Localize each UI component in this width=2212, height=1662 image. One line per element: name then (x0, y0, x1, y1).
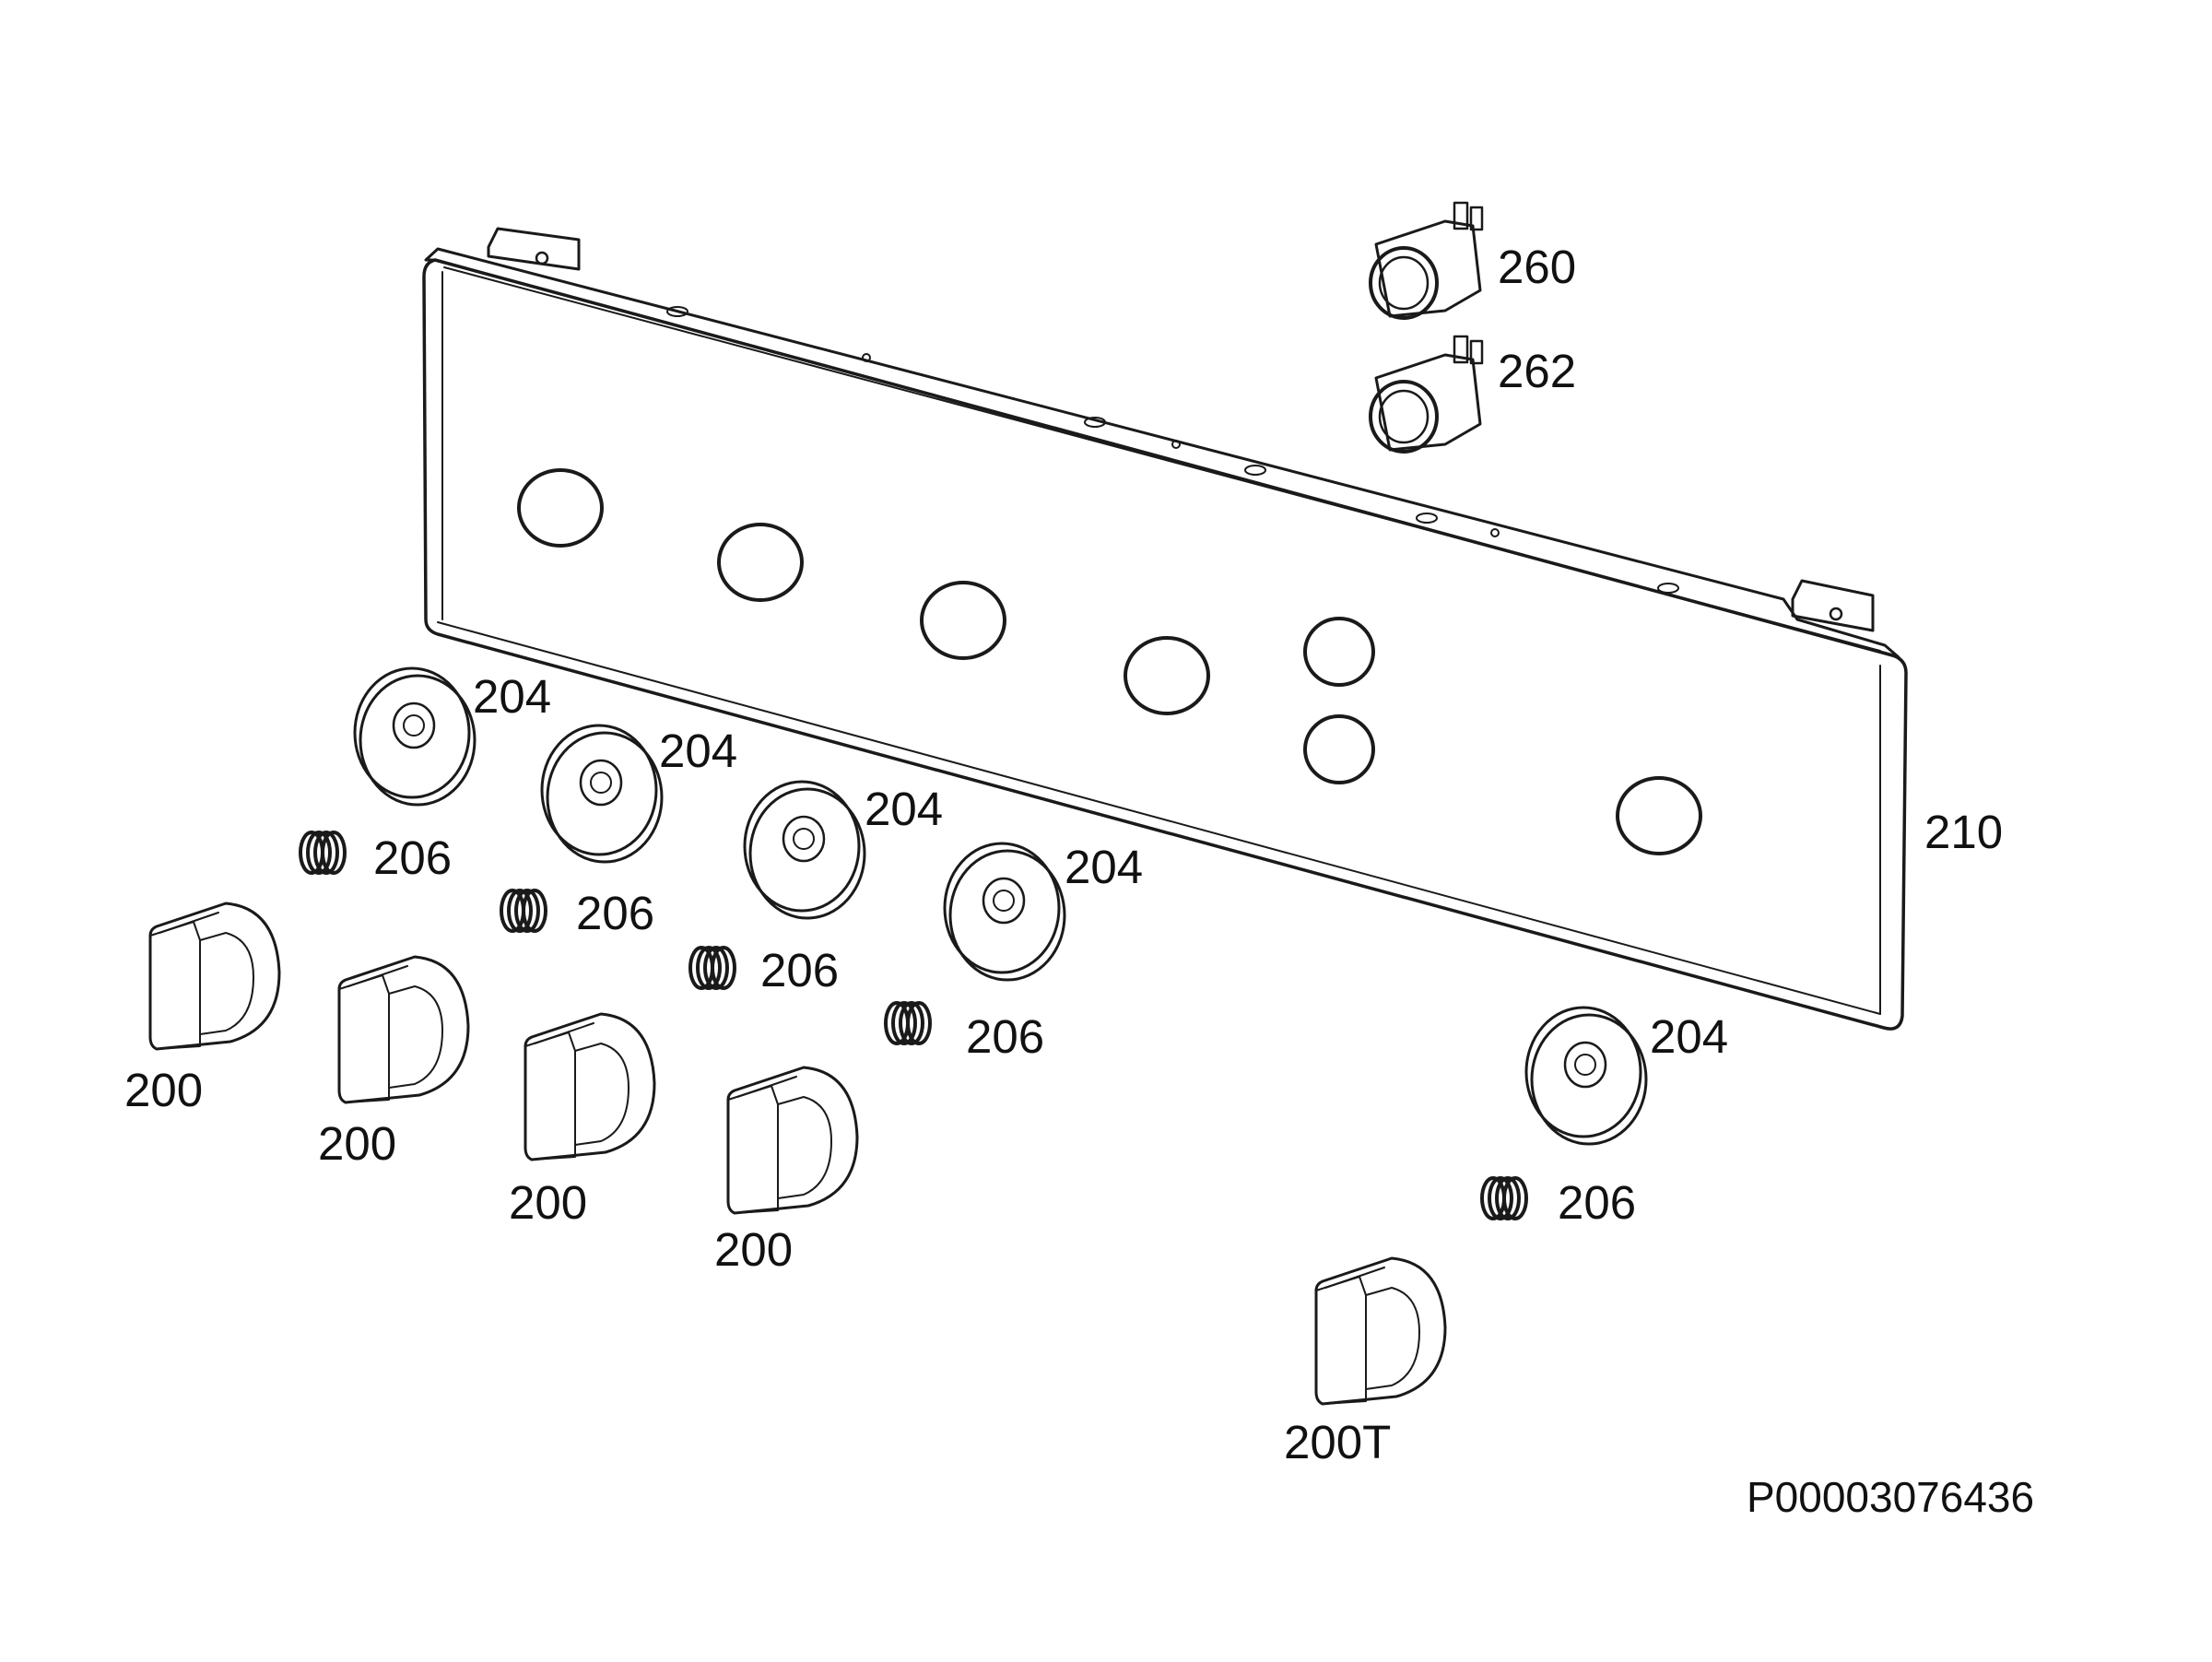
spring-206-a (299, 831, 347, 875)
callout-206-a: 206 (373, 831, 452, 884)
document-id: P00003076436 (1747, 1473, 2034, 1521)
bezel-204-e (1524, 1006, 1648, 1146)
callout-260: 260 (1498, 241, 1576, 293)
callout-200-c: 200 (509, 1176, 587, 1229)
spring-206-c (688, 946, 736, 990)
callout-200t: 200T (1284, 1416, 1391, 1468)
callout-200-d: 200 (714, 1223, 793, 1276)
bezel-204-b (540, 724, 664, 864)
bezel-204-a (353, 666, 477, 807)
spring-206-b (500, 889, 547, 933)
knob-200-a (148, 902, 281, 1051)
callout-200-a: 200 (124, 1064, 203, 1116)
indicator-lamp-260 (1369, 201, 1484, 320)
knob-200-d (726, 1066, 859, 1215)
callout-206-b: 206 (576, 887, 654, 939)
callout-210: 210 (1924, 806, 2003, 858)
callout-200-b: 200 (318, 1117, 396, 1170)
callout-204-c: 204 (865, 783, 943, 835)
callout-204-a: 204 (473, 670, 551, 723)
spring-206-d (884, 1001, 932, 1045)
callout-206-d: 206 (966, 1010, 1044, 1063)
callout-262: 262 (1498, 345, 1576, 397)
callout-204-d: 204 (1065, 841, 1143, 893)
knob-200-c (524, 1012, 656, 1161)
callout-206-c: 206 (760, 944, 839, 996)
control-panel-210 (422, 227, 1908, 1031)
knob-200t (1314, 1256, 1447, 1406)
indicator-lamp-262 (1369, 335, 1484, 454)
bezel-204-c (743, 780, 866, 920)
bezel-204-d (943, 842, 1066, 982)
knob-200-b (337, 955, 470, 1104)
callout-204-b: 204 (659, 725, 737, 777)
spring-206-e (1480, 1176, 1528, 1220)
callout-206-e: 206 (1558, 1176, 1636, 1229)
callout-204-e: 204 (1650, 1010, 1728, 1063)
